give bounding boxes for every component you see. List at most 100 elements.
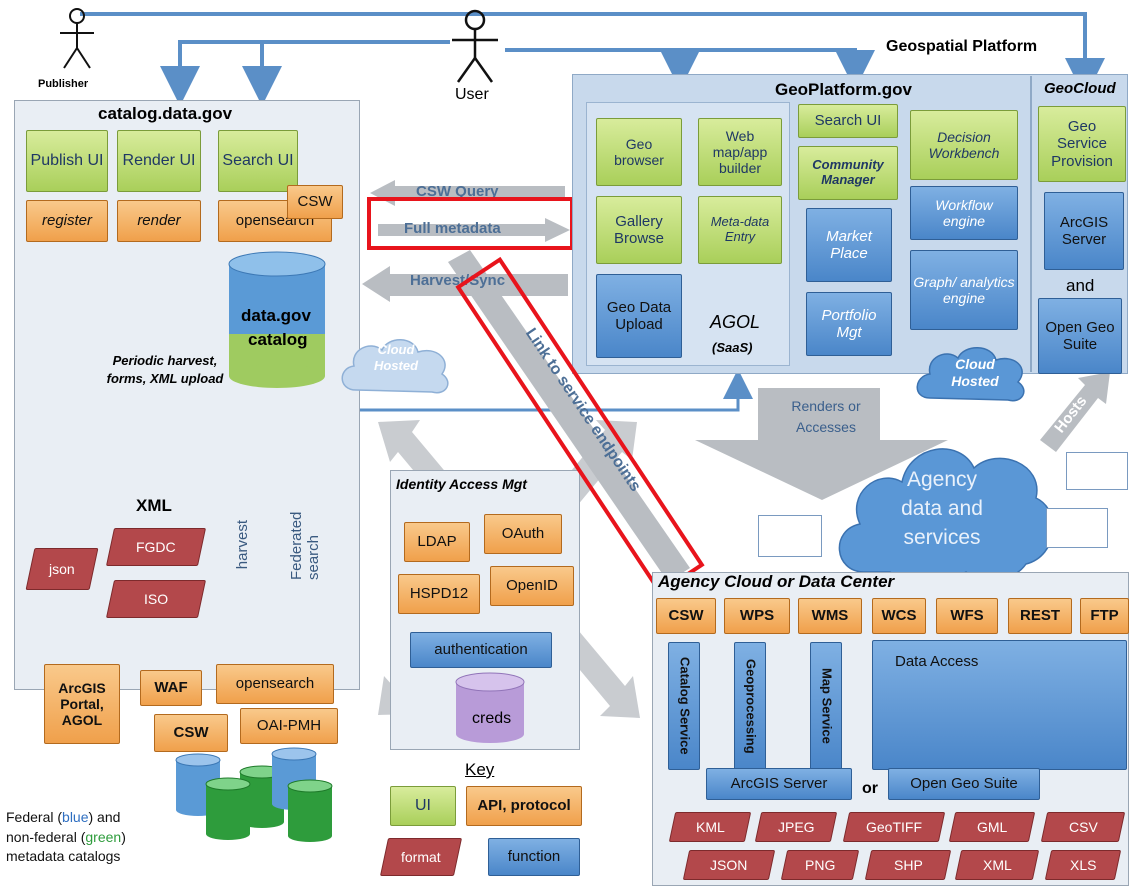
ldap-box: LDAP (404, 522, 470, 562)
catalog-csw-box: CSW (287, 185, 343, 219)
key-api-box: API, protocol (466, 786, 582, 826)
opensearch-catalog-box: opensearch (216, 664, 334, 704)
xml-label: XML (136, 496, 172, 515)
workflow-engine-box: Workflow engine (910, 186, 1018, 240)
meta-entry-box: Meta-data Entry (698, 196, 782, 264)
user-stick-figure-icon (452, 9, 498, 83)
harvest-arrow-label: harvest (234, 520, 251, 570)
csw-catalog-box: CSW (154, 714, 228, 752)
or-label: or (862, 780, 878, 797)
user-label: User (455, 86, 489, 103)
geocloud-arcgis-box: ArcGIS Server (1044, 192, 1124, 270)
data-access-box: Data Access (872, 640, 1127, 770)
key-function-box: function (488, 838, 580, 876)
catalog-service-box: Catalog Service (668, 642, 700, 770)
agency-data-node-2 (1066, 452, 1128, 490)
gml-format-box: GML (948, 812, 1036, 842)
renders-label: Renders or Accesses (791, 398, 861, 435)
waf-box: WAF (140, 670, 202, 706)
database-label-1: data.gov (241, 306, 311, 325)
cloud-hosted-left-label: Cloud Hosted (373, 342, 419, 373)
publish-ui-box: Publish UI (26, 130, 108, 192)
geocloud-opengeo-box: Open Geo Suite (1038, 298, 1122, 374)
user-to-catalog-connector (160, 40, 450, 106)
render-ui-box: Render UI (117, 130, 201, 192)
geotiff-format-box: GeoTIFF (842, 812, 946, 842)
user-to-geoplatform-connector (505, 48, 875, 90)
graph-analytics-box: Graph/ analytics engine (910, 250, 1018, 330)
render-api-box: render (117, 200, 201, 242)
hosts-arrow (1040, 372, 1110, 452)
cloud-hosted-left-icon (341, 339, 449, 394)
authentication-box: authentication (410, 632, 552, 668)
jpeg-format-box: JPEG (754, 812, 838, 842)
arcgis-portal-box: ArcGIS Portal, AGOL (44, 664, 120, 744)
renders-arrow (695, 388, 948, 500)
publisher-label: Publisher (38, 78, 89, 90)
portfolio-mgt-box: Portfolio Mgt (806, 292, 892, 356)
agency-data-label: Agency data and services (901, 468, 983, 549)
saas-label: (SaaS) (712, 340, 753, 355)
publisher-to-geocloud-connector (80, 12, 1105, 98)
xls-format-box: XLS (1044, 850, 1122, 880)
register-api-box: register (26, 200, 108, 242)
cloud-hosted-right-label: Cloud Hosted (951, 356, 999, 389)
federated-search-label: Federated search (288, 511, 322, 580)
png-format-box: PNG (780, 850, 860, 880)
metadata-catalogs-caption: Federal (blue) and non-federal (green) m… (6, 809, 126, 865)
marketplace-box: Market Place (806, 208, 892, 282)
full-metadata-arrow (378, 218, 570, 242)
openid-box: OpenID (490, 566, 574, 606)
decision-workbench-box: Decision Workbench (910, 110, 1018, 180)
csw-query-label: CSW Query (416, 183, 499, 200)
catalog-title: catalog.data.gov (98, 104, 233, 123)
agency-wfs-box: WFS (936, 598, 998, 634)
map-service-box: Map Service (810, 642, 842, 770)
gallery-browse-box: Gallery Browse (596, 196, 682, 264)
agency-data-node-3 (1046, 508, 1108, 548)
open-geo-suite-box: Open Geo Suite (888, 768, 1040, 800)
harvest-sync-label: Harvest/Sync (410, 272, 506, 289)
community-manager-box: Community Manager (798, 146, 898, 200)
database-label-2: catalog (248, 330, 308, 349)
fgdc-format-box: FGDC (105, 528, 207, 566)
key-title: Key (465, 760, 495, 779)
agency-rest-box: REST (1008, 598, 1072, 634)
geoplatform-title: GeoPlatform.gov (775, 80, 912, 99)
geocloud-and-label: and (1066, 276, 1095, 295)
creds-database-icon (455, 672, 525, 743)
agency-wcs-box: WCS (872, 598, 926, 634)
shp-format-box: SHP (864, 850, 952, 880)
agency-title: Agency Cloud or Data Center (658, 572, 895, 591)
database-icon (228, 251, 326, 388)
iso-format-box: ISO (105, 580, 207, 618)
geocloud-title: GeoCloud (1044, 80, 1116, 97)
web-builder-box: Web map/app builder (698, 118, 782, 186)
xml-agency-format-box: XML (954, 850, 1040, 880)
link-endpoints-arrow (448, 250, 690, 582)
key-ui-box: UI (390, 786, 456, 826)
geo-service-provision-box: Geo Service Provision (1038, 106, 1126, 182)
csv-format-box: CSV (1040, 812, 1126, 842)
full-metadata-highlight (367, 197, 574, 250)
geocloud-divider (1030, 76, 1032, 372)
agency-wms-box: WMS (798, 598, 862, 634)
hspd12-box: HSPD12 (398, 574, 480, 614)
agol-label: AGOL (710, 312, 761, 332)
creds-label: creds (472, 710, 512, 727)
agency-ftp-box: FTP (1080, 598, 1129, 634)
periodic-harvest-text: Periodic harvest, forms, XML upload (106, 353, 224, 386)
geospatial-platform-title: Geospatial Platform (886, 38, 1038, 55)
json-format-box: json (25, 548, 99, 590)
agency-data-node-1 (758, 515, 822, 557)
geoplatform-search-ui-box: Search UI (798, 104, 898, 138)
geo-data-upload-box: Geo Data Upload (596, 274, 682, 358)
catalog-databases-icon (175, 747, 333, 842)
publisher-stick-figure-icon (60, 8, 94, 69)
json-agency-format-box: JSON (682, 850, 776, 880)
key-format-box: format (379, 838, 463, 876)
geoprocessing-box: Geoprocessing (734, 642, 766, 770)
agency-csw-box: CSW (656, 598, 716, 634)
search-ui-box: Search UI (218, 130, 298, 192)
identity-title: Identity Access Mgt (396, 476, 527, 492)
